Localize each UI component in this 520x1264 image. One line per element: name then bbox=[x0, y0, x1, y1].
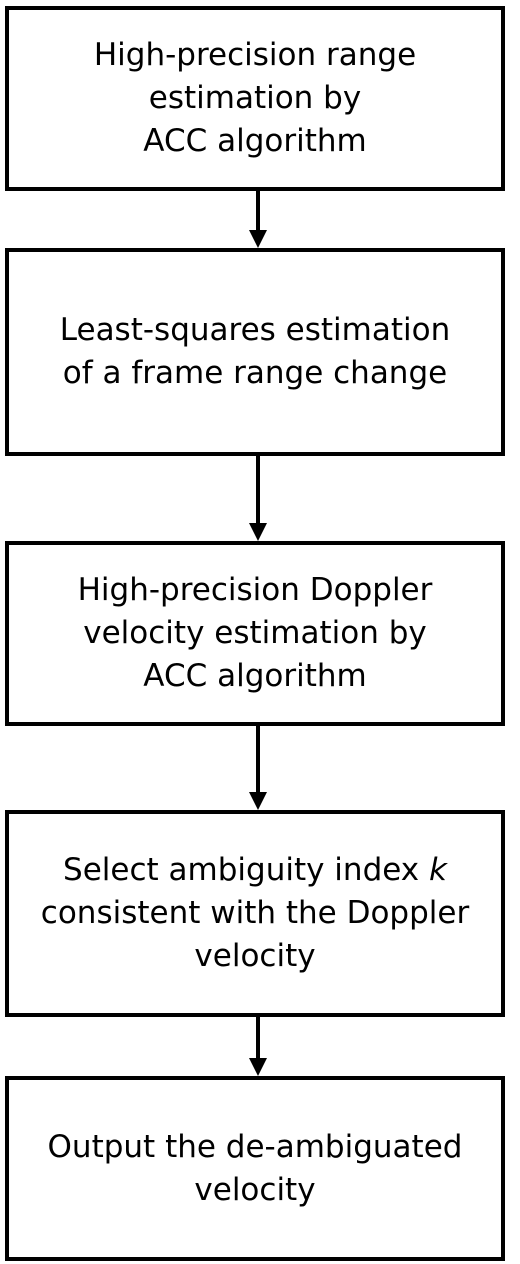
step-4-box: Select ambiguity index k consistent with… bbox=[5, 810, 505, 1017]
step-5-line-2: velocity bbox=[194, 1171, 316, 1208]
step-1-text: High-precision range estimation by ACC a… bbox=[94, 34, 416, 163]
arrow-4-to-5 bbox=[249, 1017, 267, 1076]
step-3-line-1: High-precision Doppler bbox=[77, 572, 433, 608]
step-4-line-1-prefix: Select ambiguity index bbox=[63, 852, 429, 888]
step-5-line-1: Output the de-ambiguated bbox=[47, 1128, 463, 1165]
step-2-line-1: Least-squares estimation bbox=[59, 312, 451, 348]
step-1-line-1: High-precision range bbox=[93, 37, 417, 73]
step-2-box: Least-squares estimation of a frame rang… bbox=[5, 248, 505, 456]
arrow-2-to-3 bbox=[249, 456, 267, 541]
step-5-box: Output the de-ambiguated velocity bbox=[5, 1076, 505, 1261]
step-4-index-variable: k bbox=[428, 852, 447, 888]
step-3-line-3: ACC algorithm bbox=[143, 658, 367, 694]
step-2-text: Least-squares estimation of a frame rang… bbox=[60, 309, 450, 395]
step-1-line-2: estimation by bbox=[148, 80, 362, 116]
arrow-1-to-2 bbox=[249, 191, 267, 248]
step-2-line-2: of a frame range change bbox=[62, 355, 448, 391]
step-1-line-3: ACC algorithm bbox=[143, 123, 367, 159]
step-1-box: High-precision range estimation by ACC a… bbox=[5, 6, 505, 191]
step-3-text: High-precision Doppler velocity estimati… bbox=[78, 569, 433, 698]
step-4-line-3: velocity bbox=[194, 938, 316, 974]
step-4-text: Select ambiguity index k consistent with… bbox=[41, 849, 469, 978]
arrow-3-to-4 bbox=[249, 726, 267, 810]
step-3-line-2: velocity estimation by bbox=[83, 615, 427, 651]
step-4-line-2: consistent with the Doppler bbox=[40, 895, 470, 931]
step-5-text: Output the de-ambiguated velocity bbox=[48, 1126, 463, 1212]
step-3-box: High-precision Doppler velocity estimati… bbox=[5, 541, 505, 726]
